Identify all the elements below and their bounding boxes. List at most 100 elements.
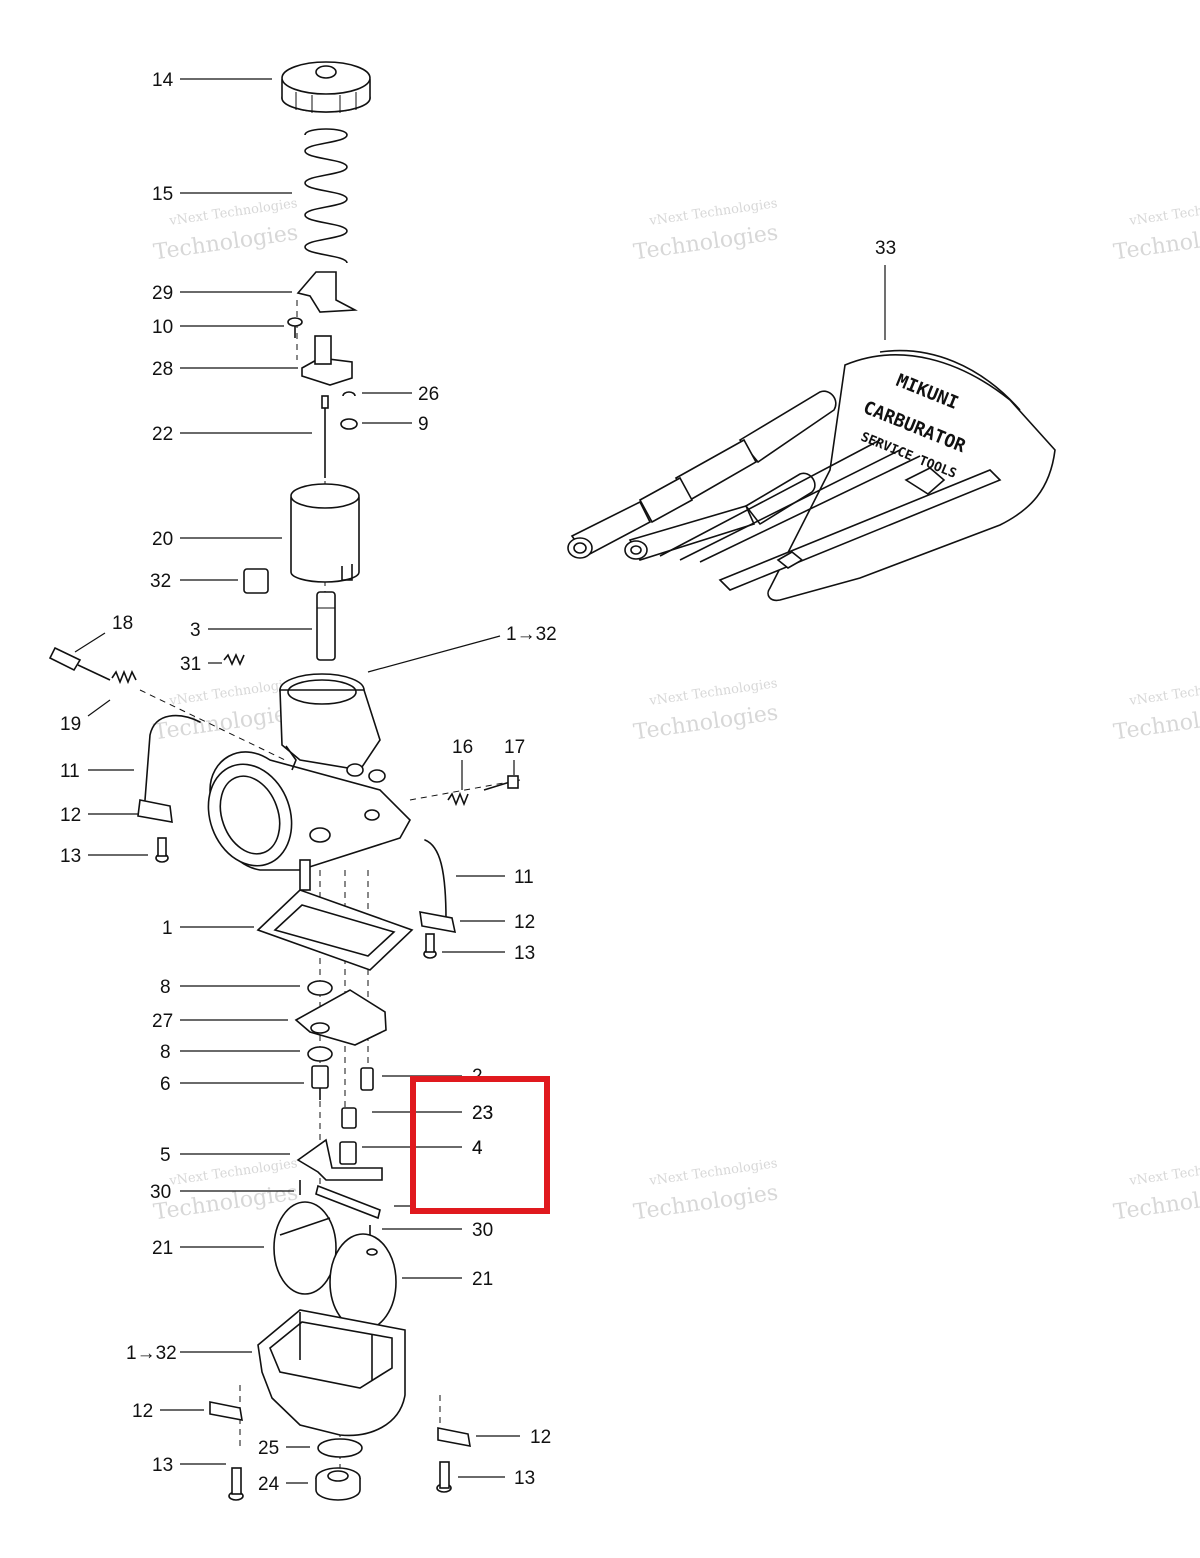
callout-4-highlighted: 4: [472, 1138, 483, 1159]
part-screw-right: [423, 933, 437, 959]
callout-16: 16: [452, 737, 473, 758]
part-tab-bottom-right: [437, 1427, 471, 1447]
callout-labels: 14 15 29 10 28 26 9 22 20 32 3 18 1→32 3…: [60, 70, 896, 1495]
callout-28: 28: [152, 359, 173, 380]
callout-13-right: 13: [514, 943, 535, 964]
watermark-big-text: Technologies: [1112, 700, 1200, 745]
callout-31: 31: [180, 654, 201, 675]
callout-8-lower: 8: [160, 1042, 171, 1063]
part-e-clip: [342, 391, 356, 397]
part-tab-bottom-left: [209, 1401, 243, 1421]
part-main-jet: [339, 1141, 357, 1165]
part-float-arm: [296, 1138, 383, 1181]
part-washer: [340, 418, 358, 430]
part-float-right: [329, 1233, 397, 1331]
part-small-cap: [243, 568, 269, 594]
part-idle-spring: [447, 791, 469, 807]
watermark: vNext Technologies Technologies: [1112, 1156, 1200, 1225]
part-float-pin: [315, 1184, 381, 1220]
assembly-axes: [139, 300, 521, 1470]
callout-24: 24: [258, 1474, 280, 1495]
callout-14: 14: [152, 70, 174, 91]
callout-15: 15: [152, 184, 173, 205]
callout-12-bottom-right: 12: [530, 1427, 551, 1448]
part-service-tool-kit: MIKUNI CARBURATOR SERVICE TOOLS: [567, 349, 1056, 602]
callout-3: 3: [190, 620, 201, 641]
part-cap: [281, 61, 371, 113]
part-baffle-plate: [294, 989, 387, 1046]
part-main-jet-holder: [341, 1107, 357, 1129]
callout-21-right: 21: [472, 1269, 493, 1290]
watermark: vNext Technologies Technologies: [1112, 196, 1200, 265]
callout-1-32-bottom: 1→32: [126, 1343, 177, 1364]
callout-12-right: 12: [514, 912, 535, 933]
watermark-small-text: vNext Technologies: [1127, 1156, 1200, 1189]
callout-27: 27: [152, 1011, 173, 1032]
part-vent-tube-right: [419, 839, 457, 934]
callout-8-upper: 8: [160, 977, 171, 998]
part-screw-left: [155, 837, 169, 863]
part-float-left: [273, 1201, 337, 1295]
part-jet-needle: [321, 395, 329, 478]
callout-12-bottom-left: 12: [132, 1401, 153, 1422]
part-vent-tube-left: [137, 714, 201, 823]
watermark: vNext Technologies Technologies: [632, 1156, 780, 1225]
callout-29: 29: [152, 283, 173, 304]
part-needle-valve-seat: [311, 1065, 329, 1100]
watermark: vNext Technologies Technologies: [1112, 676, 1200, 745]
callout-26: 26: [418, 384, 439, 405]
callout-6: 6: [160, 1074, 171, 1095]
part-needle-holder: [301, 335, 353, 386]
highlight-mask-top: [416, 1084, 544, 1096]
callout-20: 20: [152, 529, 173, 550]
watermark-small-text: vNext Technologies: [1127, 196, 1200, 229]
callout-21-left: 21: [152, 1238, 173, 1259]
callout-13-bottom-left: 13: [152, 1455, 173, 1476]
part-drain-o-ring: [317, 1438, 363, 1458]
highlight-box: [410, 1076, 550, 1214]
callout-5: 5: [160, 1145, 171, 1166]
callout-4: 4: [472, 1138, 483, 1159]
watermark-big-text: Technologies: [1112, 220, 1200, 265]
part-pilot-spring: [223, 653, 245, 666]
part-screw: [287, 317, 303, 338]
watermark: vNext Technologies Technologies: [632, 196, 780, 265]
callout-30-left: 30: [150, 1182, 171, 1203]
callout-17: 17: [504, 737, 525, 758]
callout-33: 33: [875, 238, 896, 259]
part-idle-screw: [483, 775, 519, 791]
part-drain-plug: [315, 1467, 361, 1501]
callout-12-left: 12: [60, 805, 81, 826]
watermark: vNext Technologies Technologies: [152, 196, 300, 265]
callout-23-highlighted: 23: [472, 1103, 493, 1124]
callout-13-bottom-right: 13: [514, 1468, 535, 1489]
part-float-bowl: [257, 1309, 406, 1437]
callout-13-left: 13: [60, 846, 81, 867]
callout-11-right: 11: [514, 867, 534, 888]
part-pilot-jet: [360, 1067, 374, 1091]
part-o-ring-upper: [307, 980, 333, 996]
part-air-screw: [48, 646, 111, 681]
part-clip: [296, 271, 358, 313]
callout-32: 32: [150, 571, 171, 592]
part-throttle-slide: [290, 483, 360, 583]
part-screw-bottom-right: [436, 1461, 452, 1493]
callout-11-left: 11: [60, 761, 80, 782]
callout-18: 18: [112, 613, 133, 634]
part-air-screw-spring: [111, 669, 137, 685]
callout-1-32-top: 1→32: [506, 624, 557, 645]
callout-1: 1: [162, 918, 173, 939]
part-o-ring-lower: [307, 1046, 333, 1062]
watermark: vNext Technologies Technologies: [632, 676, 780, 745]
callout-25: 25: [258, 1438, 279, 1459]
callout-22: 22: [152, 424, 173, 445]
part-gasket: [256, 889, 414, 971]
callout-9: 9: [418, 414, 429, 435]
watermark-small-text: vNext Technologies: [1127, 676, 1200, 709]
part-carburetor-body: [207, 673, 411, 891]
leader-lines: [74, 78, 886, 1484]
watermark-big-text: Technologies: [1112, 1180, 1200, 1225]
part-screw-bottom-left: [228, 1467, 244, 1501]
part-spring: [304, 128, 348, 264]
